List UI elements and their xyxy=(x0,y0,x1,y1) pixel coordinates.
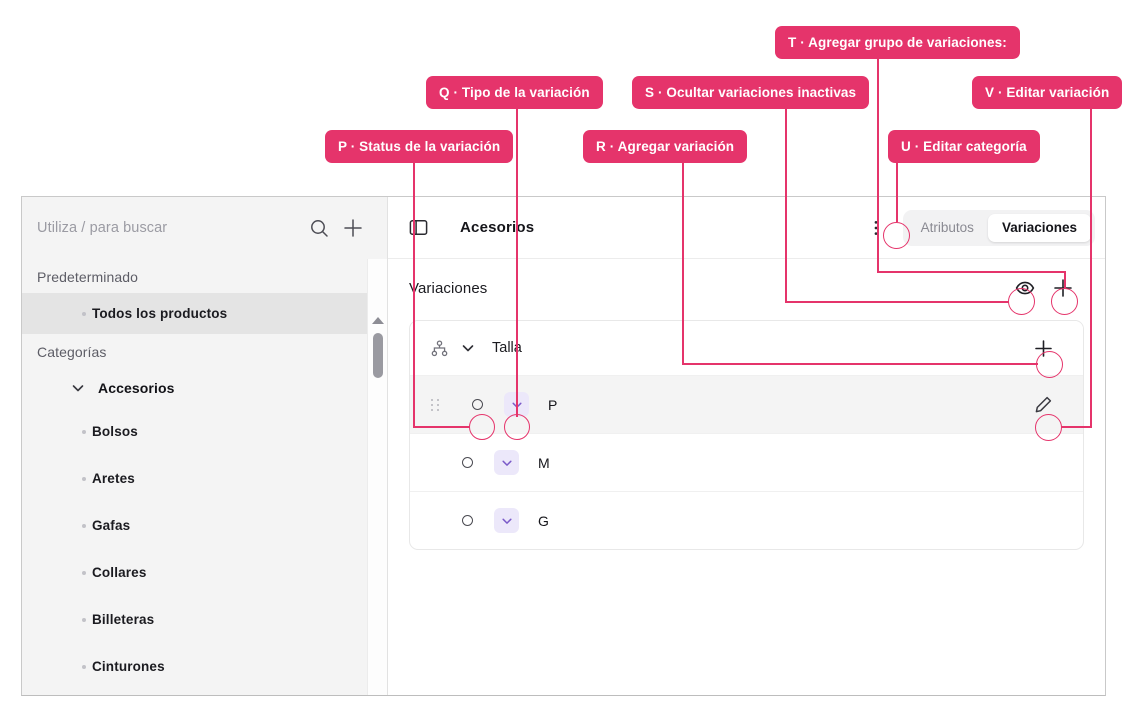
bullet-icon xyxy=(82,523,86,528)
leader-p-vertical xyxy=(413,163,415,427)
leader-v-vertical xyxy=(1090,109,1092,427)
status-ring-icon[interactable] xyxy=(472,399,483,410)
bullet-icon xyxy=(82,311,86,316)
table-row[interactable]: G xyxy=(410,491,1083,549)
search-icon[interactable] xyxy=(307,216,331,240)
add-variation-button[interactable] xyxy=(1033,338,1054,359)
chevron-down-icon[interactable] xyxy=(460,340,476,356)
bullet-icon xyxy=(82,664,86,669)
leader-t-horizontal xyxy=(877,271,1065,273)
sidebar-tree: Predeterminado Todos los productos Categ… xyxy=(22,259,387,695)
callout-q[interactable]: Q · Tipo de la variación xyxy=(426,76,603,109)
sidebar-item-todos-los-productos[interactable]: Todos los productos xyxy=(22,293,387,334)
sidebar-item-billeteras[interactable]: Billeteras xyxy=(22,596,387,643)
add-variation-group-button[interactable] xyxy=(1052,277,1074,299)
callout-r[interactable]: R · Agregar variación xyxy=(583,130,748,163)
variation-type-chevron-icon[interactable] xyxy=(494,450,519,475)
main-tabs: Atributos Variaciones xyxy=(902,209,1095,246)
sidebar-item-collares[interactable]: Collares xyxy=(22,549,387,596)
bullet-icon xyxy=(82,617,86,622)
sidebar-group-categorias: Categorías xyxy=(37,344,107,360)
leader-v-horizontal xyxy=(1061,426,1092,428)
leader-r-horizontal xyxy=(682,363,1038,365)
sidebar-item-label: Billeteras xyxy=(92,612,155,627)
sidebar-item-gafas[interactable]: Gafas xyxy=(22,502,387,549)
leader-t-vertical-2 xyxy=(1064,271,1066,289)
sidebar-scrollbar[interactable] xyxy=(367,259,387,695)
hierarchy-icon xyxy=(431,339,448,357)
callout-p[interactable]: P · Status de la variación xyxy=(325,130,514,163)
page-title: Acesorios xyxy=(460,219,535,236)
main-body: Variaciones xyxy=(388,259,1105,695)
variation-label: G xyxy=(538,512,549,529)
kebab-menu-icon[interactable] xyxy=(863,215,889,241)
callout-u[interactable]: U · Editar categoría xyxy=(888,130,1040,163)
variation-label: P xyxy=(548,396,558,413)
status-ring-icon[interactable] xyxy=(462,457,473,468)
chevron-down-icon[interactable] xyxy=(70,380,86,396)
section-actions xyxy=(1014,277,1084,299)
bullet-icon xyxy=(82,429,86,434)
main-panel: Acesorios Atributos Variaciones Vari xyxy=(388,197,1105,695)
leader-p-horizontal xyxy=(413,426,470,428)
variation-group-header[interactable]: Talla xyxy=(410,321,1083,375)
status-ring-icon[interactable] xyxy=(462,515,473,526)
callout-v[interactable]: V · Editar variación xyxy=(972,76,1123,109)
sidebar-item-label: Gafas xyxy=(92,518,131,533)
add-category-button[interactable] xyxy=(341,216,365,240)
table-row[interactable]: P xyxy=(410,375,1083,433)
sidebar-item-label: Bolsos xyxy=(92,424,138,439)
callout-t[interactable]: T · Agregar grupo de variaciones: xyxy=(775,26,1020,59)
sidebar: Utiliza / para buscar Predeterminado xyxy=(22,197,388,695)
variation-label: M xyxy=(538,454,550,471)
leader-u-vertical xyxy=(896,163,898,222)
scrollbar-thumb[interactable] xyxy=(373,333,383,378)
section-title: Variaciones xyxy=(409,279,488,297)
callout-s[interactable]: S · Ocultar variaciones inactivas xyxy=(632,76,870,109)
table-row[interactable]: M xyxy=(410,433,1083,491)
variations-card: Talla xyxy=(409,320,1084,550)
bullet-icon xyxy=(82,570,86,575)
eye-icon[interactable] xyxy=(1014,277,1036,299)
leader-s-horizontal xyxy=(785,301,1009,303)
sidebar-item-label: Aretes xyxy=(92,471,135,486)
bullet-icon xyxy=(82,476,86,481)
sidebar-item-label: Cinturones xyxy=(92,659,165,674)
app-window: Utiliza / para buscar Predeterminado xyxy=(21,196,1106,696)
variation-type-chevron-icon[interactable] xyxy=(494,508,519,533)
panel-toggle-icon[interactable] xyxy=(409,218,428,237)
leader-t-vertical xyxy=(877,59,879,272)
variation-group-name: Talla xyxy=(492,340,522,356)
leader-q-vertical xyxy=(516,109,518,417)
drag-handle-icon[interactable] xyxy=(431,398,443,411)
scroll-up-arrow-icon[interactable] xyxy=(372,317,384,324)
sidebar-item-aretes[interactable]: Aretes xyxy=(22,455,387,502)
sidebar-category-label: Accesorios xyxy=(98,380,175,396)
tab-atributos[interactable]: Atributos xyxy=(920,220,974,235)
sidebar-item-cinturones[interactable]: Cinturones xyxy=(22,643,387,690)
sidebar-item-label: Collares xyxy=(92,565,147,580)
sidebar-group-predeterminado: Predeterminado xyxy=(37,269,139,285)
leader-s-vertical xyxy=(785,109,787,302)
search-input[interactable]: Utiliza / para buscar xyxy=(37,220,168,236)
tab-variaciones[interactable]: Variaciones xyxy=(987,213,1091,242)
sidebar-item-label: Todos los productos xyxy=(92,306,228,321)
pencil-icon[interactable] xyxy=(1034,395,1053,414)
sidebar-search-row[interactable]: Utiliza / para buscar xyxy=(22,197,387,259)
main-header: Acesorios Atributos Variaciones xyxy=(388,197,1105,259)
sidebar-category-accesorios[interactable]: Accesorios xyxy=(22,368,387,408)
variations-section-header: Variaciones xyxy=(409,259,1084,317)
leader-r-vertical xyxy=(682,163,684,364)
sidebar-item-bolsos[interactable]: Bolsos xyxy=(22,408,387,455)
